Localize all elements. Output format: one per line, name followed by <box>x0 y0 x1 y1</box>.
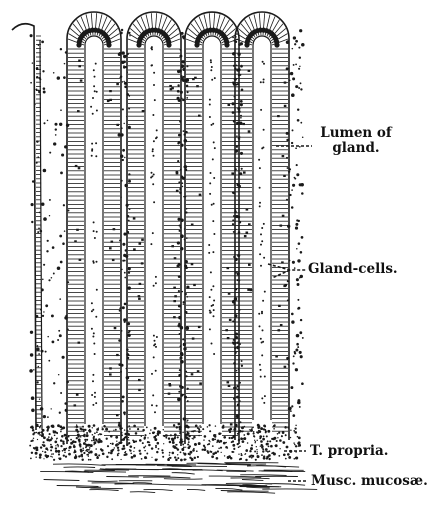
gland-2 <box>127 12 181 446</box>
label-lumen-line1: Lumen of <box>314 126 398 141</box>
label-tunica-propria: T. propria. <box>310 444 388 459</box>
label-gland-cells: Gland-cells. <box>308 262 398 277</box>
gland-cell-lines <box>68 13 120 435</box>
gland-cell-lines <box>186 13 238 435</box>
tunica-propria-band <box>29 424 301 462</box>
label-muscularis-mucosae: Musc. mucosæ. <box>311 474 428 489</box>
gland-wall <box>185 12 239 444</box>
label-lumen-line2: gland. <box>314 141 398 156</box>
label-lumen-of-gland: Lumen of gland. <box>314 126 398 156</box>
gland-lumen <box>145 36 163 426</box>
gland-4 <box>235 12 289 440</box>
gland-1 <box>67 12 121 444</box>
stroma-nuclei <box>29 29 304 435</box>
gland-lumen <box>203 36 221 424</box>
gland-cell-lines <box>236 13 288 431</box>
gland-cell-lines <box>128 13 180 435</box>
muscularis-mucosae-band <box>40 463 317 494</box>
left-gland-edge <box>12 24 42 430</box>
glandular-tissue <box>12 12 317 493</box>
gland-3 <box>185 12 239 444</box>
gland-lumen <box>85 36 103 424</box>
